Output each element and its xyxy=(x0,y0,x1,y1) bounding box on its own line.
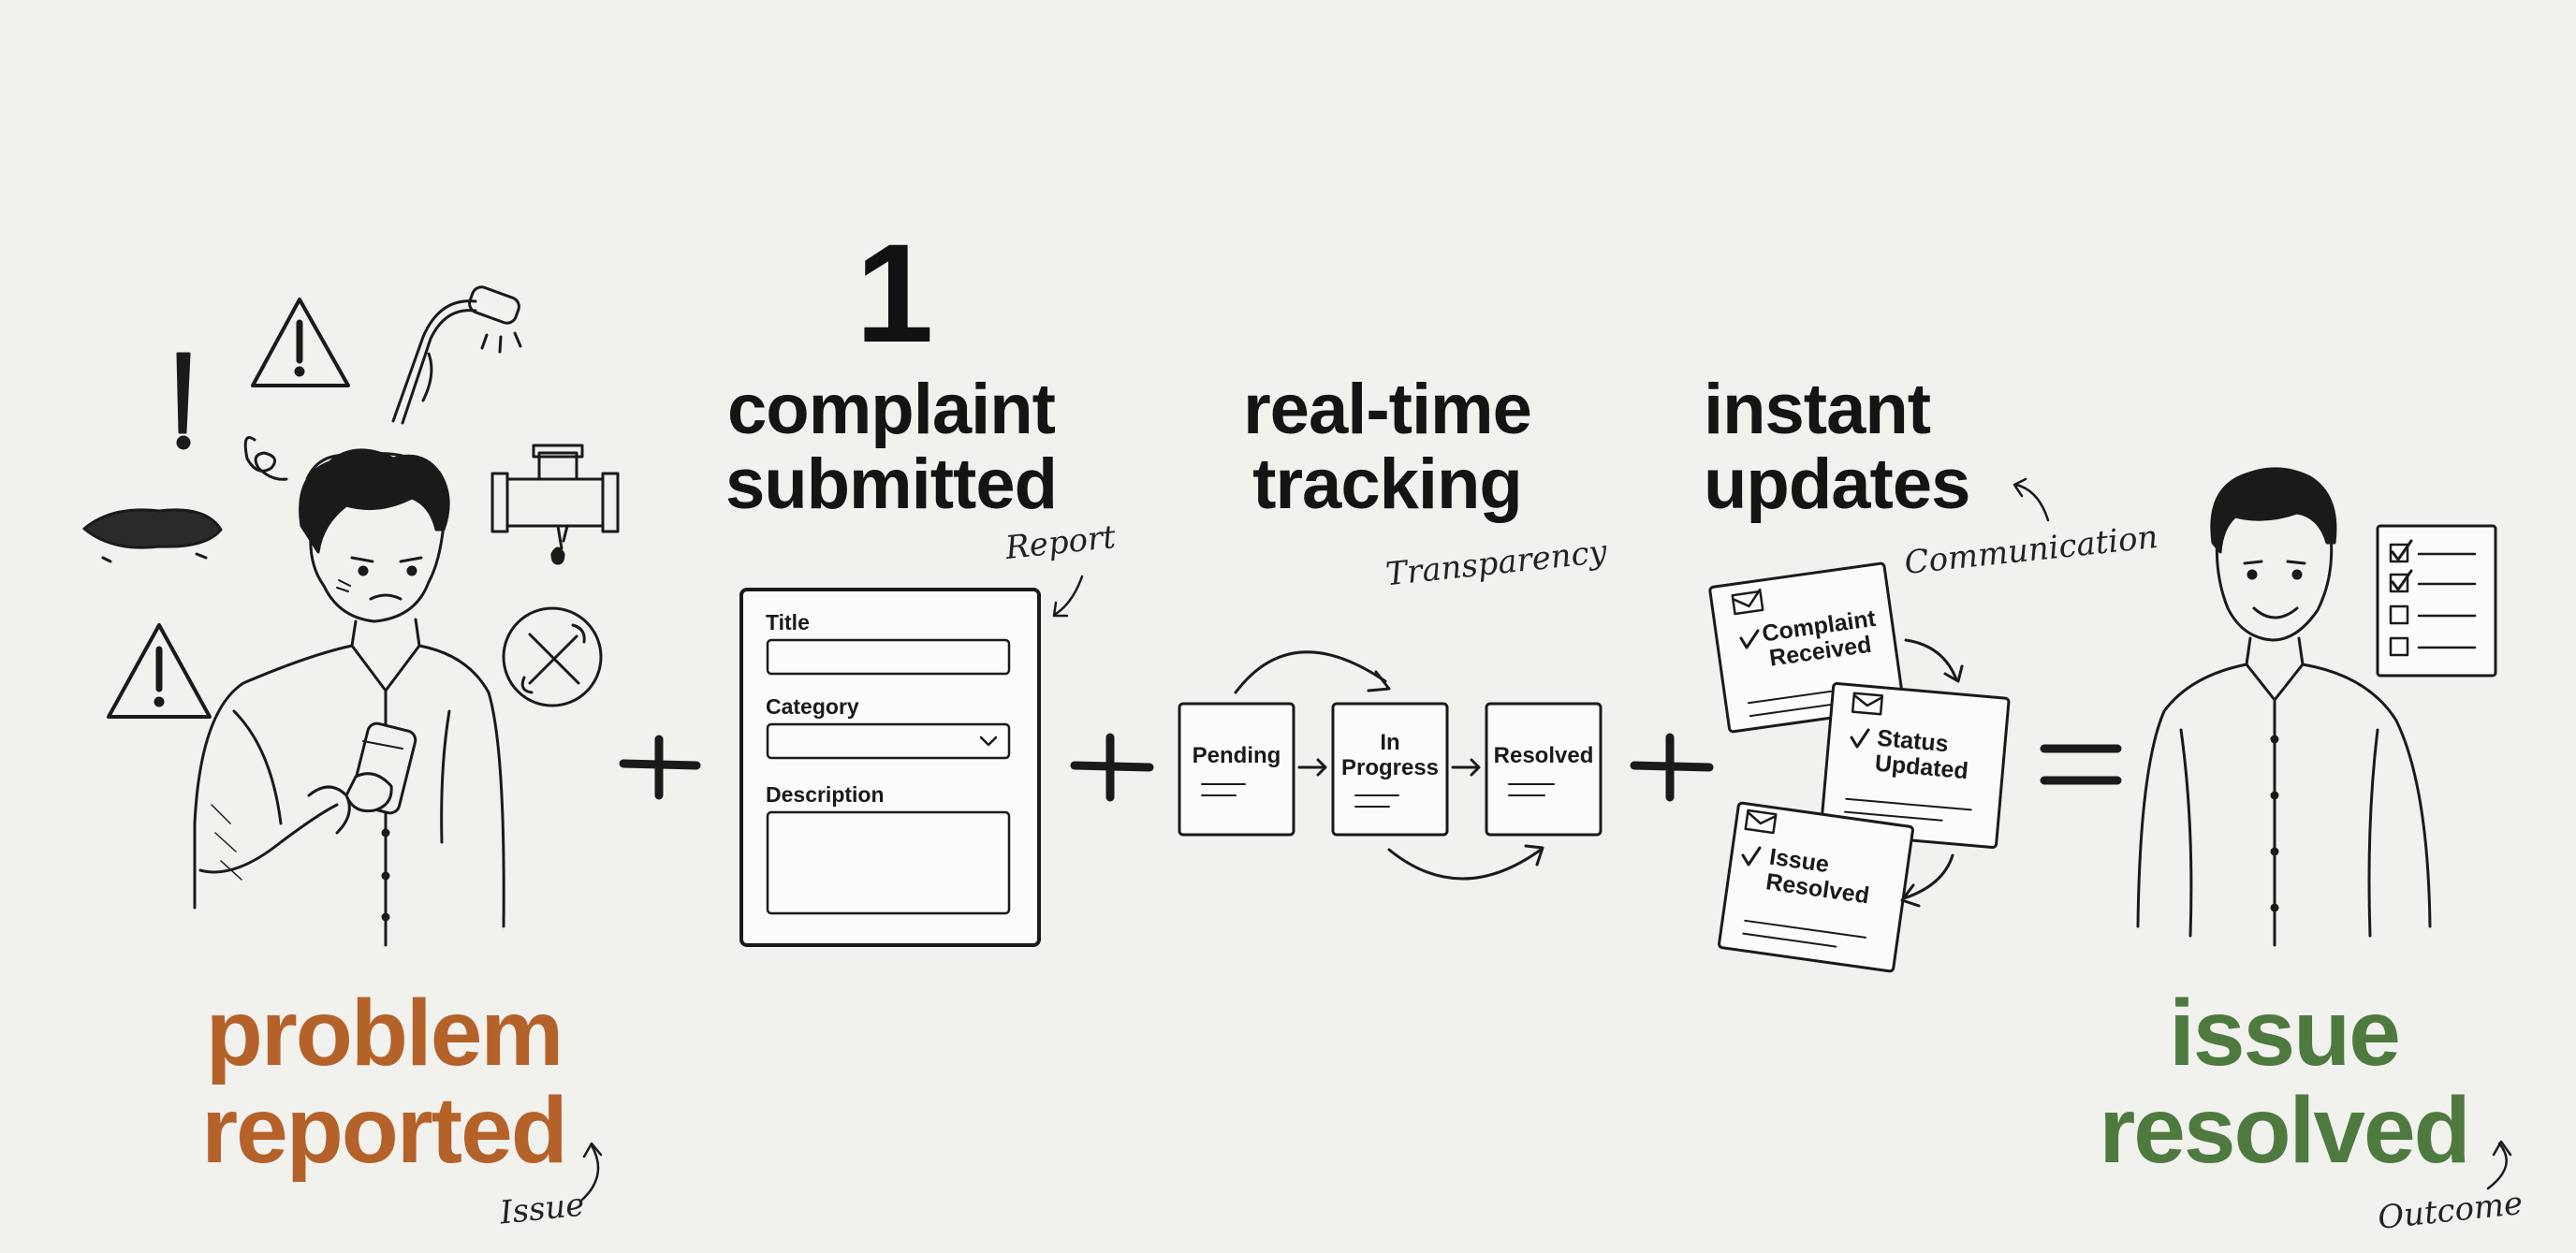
tracking-heading: real-time tracking xyxy=(1243,370,1532,524)
leaking-pipe-icon xyxy=(490,444,620,565)
step-number: 1 xyxy=(856,214,934,372)
state-pending: Pending xyxy=(1192,743,1281,768)
plus-sign-3 xyxy=(1630,733,1714,802)
form-category-label: Category xyxy=(766,694,859,719)
tools-icon xyxy=(502,606,603,707)
state-resolved: Resolved xyxy=(1493,743,1594,768)
warning-triangle-icon xyxy=(251,298,350,387)
exclamation-icon xyxy=(176,352,191,450)
equals-sign xyxy=(2040,744,2122,785)
note-arrows xyxy=(580,477,2512,1202)
shower-icon xyxy=(391,285,522,425)
plus-sign-1 xyxy=(619,735,701,800)
checklist-icon xyxy=(2376,524,2497,677)
scribble-icon xyxy=(243,436,288,481)
problem-reported-heading: problem reported xyxy=(201,981,568,1183)
tracking-flow xyxy=(1178,650,1603,881)
worried-person-icon xyxy=(193,448,505,947)
card-status-updated: Status Updated xyxy=(1873,724,1969,785)
warning-triangle-icon xyxy=(107,623,212,719)
issue-resolved-heading: issue resolved xyxy=(2099,981,2470,1183)
complaint-form xyxy=(739,588,1041,947)
form-title-label: Title xyxy=(766,610,810,634)
happy-person-icon xyxy=(2136,467,2432,947)
state-in-progress: In Progress xyxy=(1340,730,1440,780)
envelope-icon xyxy=(1731,588,1884,835)
complaint-heading: complaint submitted xyxy=(724,370,1058,524)
plus-sign-2 xyxy=(1070,733,1154,802)
updates-heading: instant updates xyxy=(1704,370,1970,524)
update-cards xyxy=(1708,561,2011,973)
form-description-label: Description xyxy=(766,782,885,807)
pothole-icon xyxy=(82,508,223,563)
